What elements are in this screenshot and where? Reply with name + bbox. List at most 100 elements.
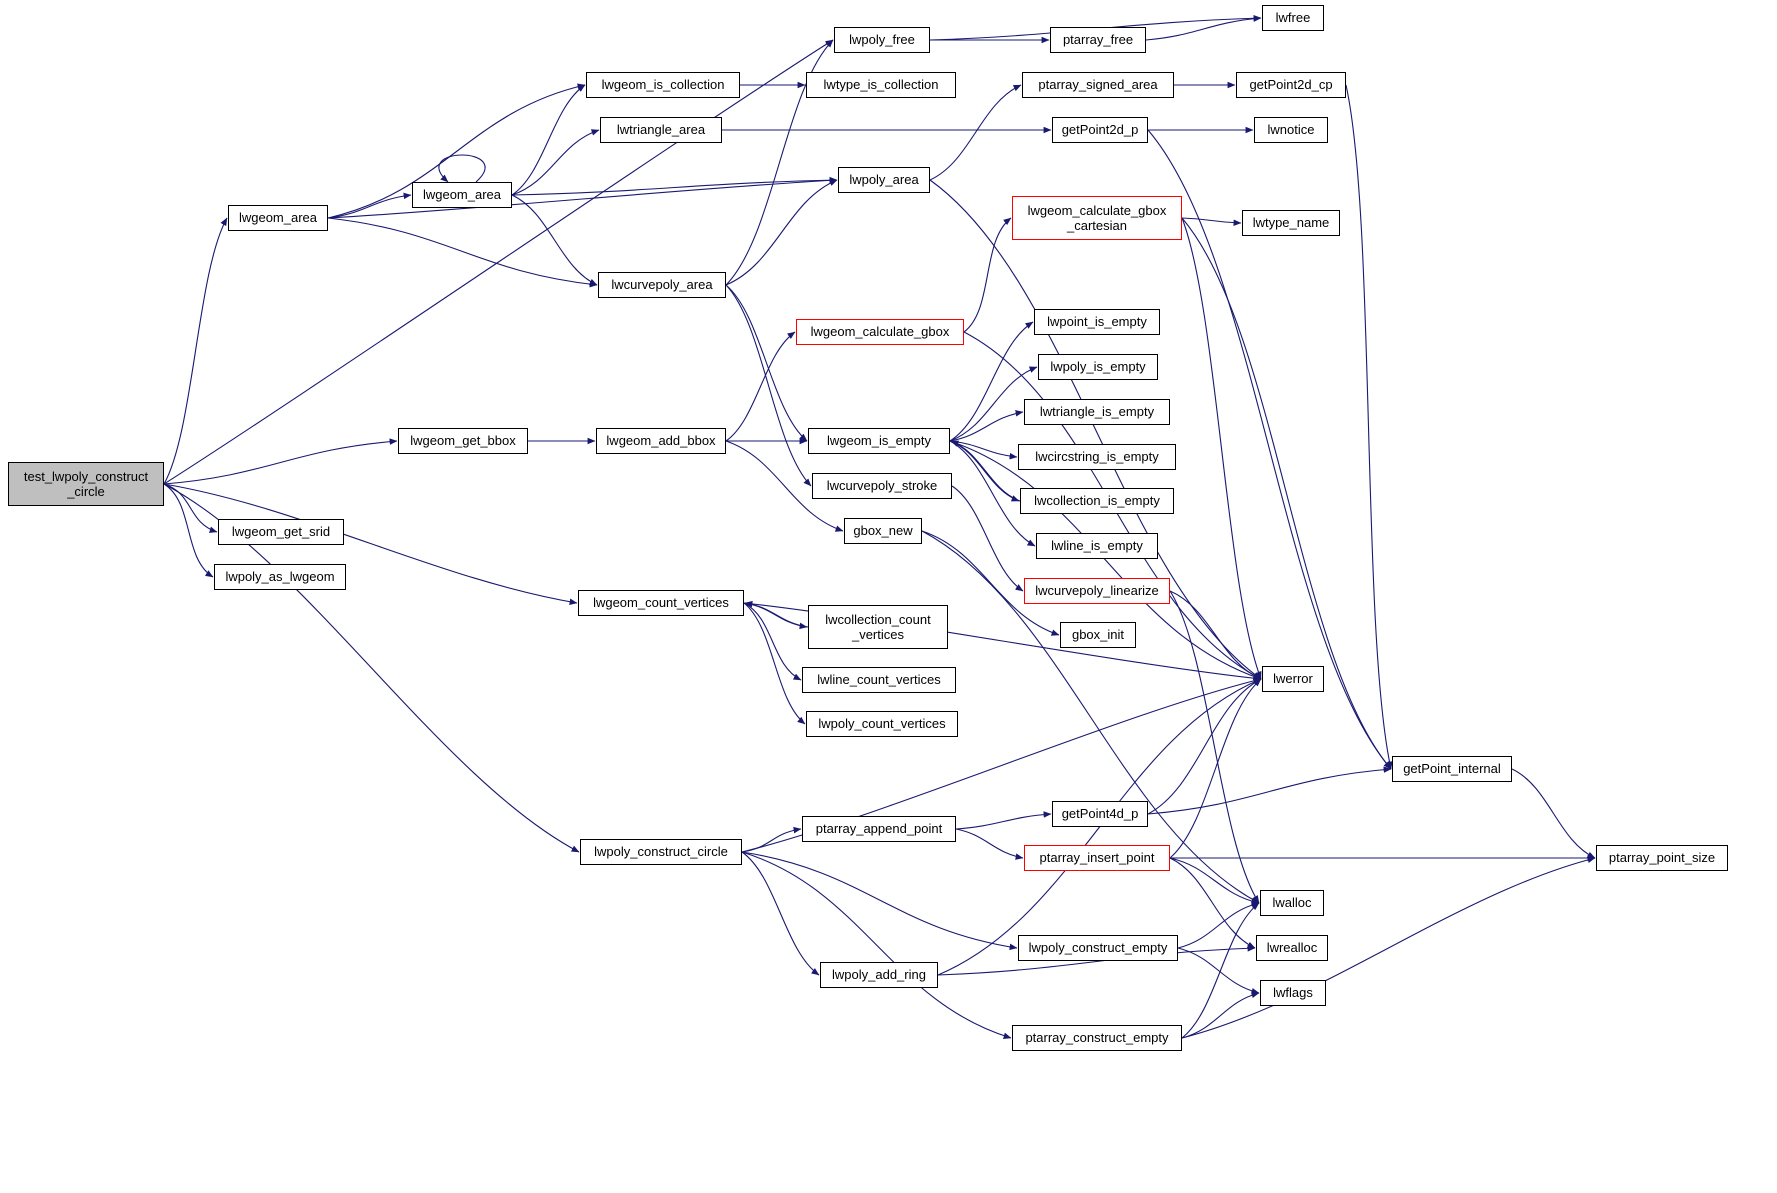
graph-node-test_lwpoly_construct_circle[interactable]: test_lwpoly_construct _circle xyxy=(8,462,164,506)
graph-node-lwgeom_is_empty[interactable]: lwgeom_is_empty xyxy=(808,428,950,454)
edge-lwpoly_construct_circle-to-ptarray_append_point xyxy=(741,826,802,853)
edge-lwgeom_add_bbox-to-lwgeom_calculate_gbox xyxy=(725,331,796,442)
graph-node-getPoint4d_p[interactable]: getPoint4d_p xyxy=(1052,801,1148,827)
edge-lwcurvepoly_area-to-lwgeom_is_empty xyxy=(725,284,808,442)
graph-node-lwtype_is_collection[interactable]: lwtype_is_collection xyxy=(806,72,956,98)
edge-lwgeom_is_empty-to-lwpoly_is_empty xyxy=(949,366,1038,442)
graph-node-ptarray_append_point[interactable]: ptarray_append_point xyxy=(802,816,956,842)
graph-node-lwtriangle_is_empty[interactable]: lwtriangle_is_empty xyxy=(1024,399,1170,425)
edge-ptarray_append_point-to-ptarray_insert_point xyxy=(955,828,1024,860)
edge-lwpoly_area-to-lwerror xyxy=(929,179,1262,680)
graph-node-lwcurvepoly_linearize[interactable]: lwcurvepoly_linearize xyxy=(1024,578,1170,604)
edge-lwpoly_construct_circle-to-ptarray_construct_empty xyxy=(741,851,1012,1039)
graph-node-lwpoly_count_vertices[interactable]: lwpoly_count_vertices xyxy=(806,711,958,737)
edge-lwgeom_is_empty-to-lwtriangle_is_empty xyxy=(949,410,1024,442)
edge-ptarray_construct_empty-to-lwalloc xyxy=(1181,902,1260,1039)
edge-lwcurvepoly_area-to-lwpoly_area xyxy=(725,179,838,286)
edge-lwgeom_count_vertices-to-lwpoly_count_vertices xyxy=(743,602,806,725)
graph-node-lwfree[interactable]: lwfree xyxy=(1262,5,1324,31)
graph-node-lwgeom_add_bbox[interactable]: lwgeom_add_bbox xyxy=(596,428,726,454)
graph-node-ptarray_insert_point[interactable]: ptarray_insert_point xyxy=(1024,845,1170,871)
edge-lwgeom_calculate_gbox-to-lwgeom_calculate_gbox_cartesian xyxy=(963,217,1012,333)
edge-lwgeom_is_empty-to-lwpoint_is_empty xyxy=(949,321,1034,442)
graph-node-ptarray_construct_empty[interactable]: ptarray_construct_empty xyxy=(1012,1025,1182,1051)
edge-lwpoly_add_ring-to-lwerror xyxy=(937,678,1262,976)
graph-node-ptarray_free[interactable]: ptarray_free xyxy=(1050,27,1146,53)
graph-node-lwgeom_get_bbox[interactable]: lwgeom_get_bbox xyxy=(398,428,528,454)
graph-node-lwgeom_is_collection[interactable]: lwgeom_is_collection xyxy=(586,72,740,98)
edge-lwgeom_area_2-to-lwgeom_area_2 xyxy=(438,154,486,183)
edge-lwpoly_area-to-ptarray_signed_area xyxy=(929,84,1022,181)
edge-lwgeom_area_1-to-lwcurvepoly_area xyxy=(327,217,598,288)
edge-getPoint4d_p-to-getPoint_internal xyxy=(1147,766,1392,815)
graph-node-getPoint2d_p[interactable]: getPoint2d_p xyxy=(1052,117,1148,143)
graph-node-lwflags[interactable]: lwflags xyxy=(1260,980,1326,1006)
edge-lwcurvepoly_area-to-lwpoly_free xyxy=(725,39,834,286)
edge-test_lwpoly_construct_circle-to-lwpoly_as_lwgeom xyxy=(163,483,214,578)
edge-lwgeom_calculate_gbox_cartesian-to-lwtype_name xyxy=(1181,217,1242,227)
graph-node-lwtriangle_area[interactable]: lwtriangle_area xyxy=(600,117,722,143)
edge-ptarray_insert_point-to-lwalloc xyxy=(1169,857,1260,905)
graph-node-lwcircstring_is_empty[interactable]: lwcircstring_is_empty xyxy=(1018,444,1176,470)
graph-node-gbox_new[interactable]: gbox_new xyxy=(844,518,922,544)
edge-lwgeom_add_bbox-to-gbox_new xyxy=(725,440,844,532)
graph-node-lwgeom_calculate_gbox_cartesian[interactable]: lwgeom_calculate_gbox _cartesian xyxy=(1012,196,1182,240)
edge-lwpoly_construct_circle-to-lwpoly_add_ring xyxy=(741,851,820,976)
graph-node-lwline_count_vertices[interactable]: lwline_count_vertices xyxy=(802,667,956,693)
edge-ptarray_construct_empty-to-ptarray_point_size xyxy=(1181,856,1596,1039)
graph-node-lwcurvepoly_area[interactable]: lwcurvepoly_area xyxy=(598,272,726,298)
edge-ptarray_append_point-to-getPoint4d_p xyxy=(955,811,1052,830)
graph-node-lwcollection_is_empty[interactable]: lwcollection_is_empty xyxy=(1020,488,1174,514)
edge-test_lwpoly_construct_circle-to-lwgeom_area_1 xyxy=(163,217,228,485)
edge-ptarray_insert_point-to-lwrealloc xyxy=(1169,857,1256,949)
graph-node-lwgeom_area_2[interactable]: lwgeom_area xyxy=(412,182,512,208)
graph-node-ptarray_signed_area[interactable]: ptarray_signed_area xyxy=(1022,72,1174,98)
graph-node-lwpoly_is_empty[interactable]: lwpoly_is_empty xyxy=(1038,354,1158,380)
edge-lwcurvepoly_area-to-lwcurvepoly_stroke xyxy=(725,284,812,487)
graph-node-lwgeom_count_vertices[interactable]: lwgeom_count_vertices xyxy=(578,590,744,616)
graph-node-lwgeom_area_1[interactable]: lwgeom_area xyxy=(228,205,328,231)
edge-ptarray_free-to-lwfree xyxy=(1145,15,1262,41)
edge-lwpoly_construct_empty-to-lwflags xyxy=(1177,947,1260,995)
edge-test_lwpoly_construct_circle-to-lwgeom_get_bbox xyxy=(163,438,398,485)
edge-lwgeom_area_2-to-lwpoly_area xyxy=(511,176,838,196)
edge-lwpoly_construct_circle-to-lwpoly_construct_empty xyxy=(741,851,1018,951)
edge-lwgeom_area_2-to-lwcurvepoly_area xyxy=(511,194,598,286)
edge-lwcurvepoly_stroke-to-lwcurvepoly_linearize xyxy=(951,485,1024,592)
edge-getPoint2d_cp-to-getPoint_internal xyxy=(1345,84,1393,770)
edge-lwcollection_count_vertices-to-lwgeom_count_vertices xyxy=(744,600,809,628)
graph-node-lwerror[interactable]: lwerror xyxy=(1262,666,1324,692)
graph-node-lwcurvepoly_stroke[interactable]: lwcurvepoly_stroke xyxy=(812,473,952,499)
edge-lwgeom_area_2-to-lwtriangle_area xyxy=(511,129,600,196)
graph-node-lwcollection_count_vertices[interactable]: lwcollection_count _vertices xyxy=(808,605,948,649)
graph-node-lwpoly_add_ring[interactable]: lwpoly_add_ring xyxy=(820,962,938,988)
edge-lwgeom_area_1-to-lwgeom_is_collection xyxy=(327,83,586,219)
graph-node-lwgeom_get_srid[interactable]: lwgeom_get_srid xyxy=(218,519,344,545)
graph-node-ptarray_point_size[interactable]: ptarray_point_size xyxy=(1596,845,1728,871)
graph-node-lwgeom_calculate_gbox[interactable]: lwgeom_calculate_gbox xyxy=(796,319,964,345)
graph-node-lwpoly_free[interactable]: lwpoly_free xyxy=(834,27,930,53)
graph-node-lwrealloc[interactable]: lwrealloc xyxy=(1256,935,1328,961)
graph-node-lwpoly_as_lwgeom[interactable]: lwpoly_as_lwgeom xyxy=(214,564,346,590)
edge-lwgeom_count_vertices-to-lwline_count_vertices xyxy=(743,602,802,681)
graph-node-lwnotice[interactable]: lwnotice xyxy=(1254,117,1328,143)
graph-node-getPoint2d_cp[interactable]: getPoint2d_cp xyxy=(1236,72,1346,98)
graph-node-getPoint_internal[interactable]: getPoint_internal xyxy=(1392,756,1512,782)
graph-node-lwpoly_construct_circle[interactable]: lwpoly_construct_circle xyxy=(580,839,742,865)
graph-node-lwpoint_is_empty[interactable]: lwpoint_is_empty xyxy=(1034,309,1160,335)
edge-getPoint2d_p-to-getPoint_internal xyxy=(1147,129,1392,770)
edge-getPoint4d_p-to-lwerror xyxy=(1147,678,1262,815)
graph-node-lwalloc[interactable]: lwalloc xyxy=(1260,890,1324,916)
edge-ptarray_construct_empty-to-lwflags xyxy=(1181,991,1260,1039)
graph-node-lwpoly_area[interactable]: lwpoly_area xyxy=(838,167,930,193)
graph-node-gbox_init[interactable]: gbox_init xyxy=(1060,622,1136,648)
edge-lwgeom_calculate_gbox_cartesian-to-getPoint_internal xyxy=(1181,217,1392,770)
edge-gbox_new-to-lwalloc xyxy=(921,530,1260,904)
edge-lwgeom_calculate_gbox_cartesian-to-lwerror xyxy=(1181,217,1262,680)
graph-node-lwtype_name[interactable]: lwtype_name xyxy=(1242,210,1340,236)
graph-node-lwline_is_empty[interactable]: lwline_is_empty xyxy=(1036,533,1158,559)
edge-lwgeom_is_empty-to-lwline_is_empty xyxy=(949,440,1036,547)
graph-node-lwpoly_construct_empty[interactable]: lwpoly_construct_empty xyxy=(1018,935,1178,961)
